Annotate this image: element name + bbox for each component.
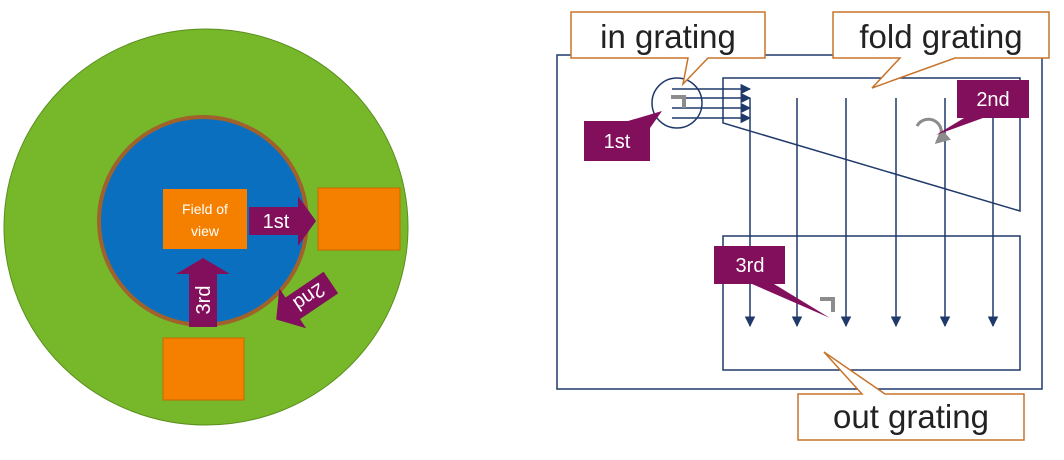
turn-marker-3rd	[820, 297, 835, 312]
left-diagram: Field of view 1st 3rd 2nd	[3, 28, 409, 426]
field-of-view-box	[163, 189, 247, 249]
waveguide-frame	[556, 54, 1043, 390]
callout-out-grating: out grating	[797, 351, 1025, 441]
vertical-rays	[744, 98, 999, 328]
callout-fold-grating: fold grating	[832, 11, 1050, 89]
field-of-view-line2: view	[191, 223, 220, 239]
callout-fold-grating-text: fold grating	[859, 18, 1022, 55]
tag-2nd-text: 2nd	[976, 89, 1009, 111]
tag-3rd-text: 3rd	[736, 255, 765, 277]
in-grating-circle	[651, 77, 703, 129]
turn-marker-2nd	[915, 117, 951, 144]
arrow-1st-label: 1st	[263, 211, 290, 233]
orange-box-right	[317, 187, 401, 251]
tag-1st: 1st	[584, 111, 662, 161]
callout-in-grating: in grating	[570, 11, 766, 87]
arrow-3rd: 3rd	[176, 258, 230, 327]
out-grating-region	[722, 235, 1021, 371]
field-of-view-line1: Field of	[182, 201, 228, 217]
orange-box-bottom	[162, 337, 245, 401]
tag-3rd: 3rd	[714, 246, 830, 318]
turn-marker-1st	[671, 95, 686, 108]
tag-1st-text: 1st	[604, 131, 631, 153]
arrow-3rd-label: 3rd	[193, 286, 215, 315]
callout-in-grating-text: in grating	[600, 18, 736, 55]
tag-2nd: 2nd	[936, 80, 1029, 135]
arrow-1st: 1st	[249, 196, 316, 246]
callout-out-grating-text: out grating	[833, 398, 989, 435]
right-diagram: in grating fold grating out grating 1st …	[556, 11, 1050, 441]
